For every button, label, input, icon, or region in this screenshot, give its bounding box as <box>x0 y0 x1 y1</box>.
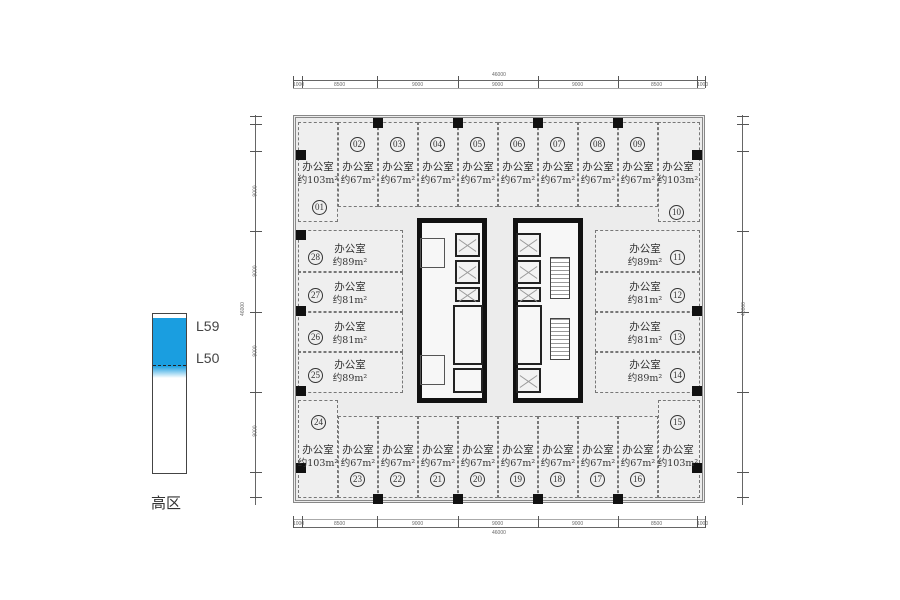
room-08[interactable] <box>578 122 618 207</box>
room-07[interactable] <box>538 122 578 207</box>
level-label-bottom: L50 <box>196 350 220 366</box>
elevator-shaft <box>455 287 480 302</box>
zone-label: 高区 <box>151 494 182 512</box>
elevator-shaft <box>516 260 541 284</box>
room-11[interactable] <box>595 230 700 272</box>
room-23[interactable] <box>338 416 378 498</box>
elevator-shaft <box>516 287 541 302</box>
level-bar <box>152 313 187 474</box>
room-03[interactable] <box>378 122 418 207</box>
dimension-total: 46000 <box>492 72 506 78</box>
room-09[interactable] <box>618 122 658 207</box>
room-05[interactable] <box>458 122 498 207</box>
room-28[interactable] <box>298 230 403 272</box>
stairwell <box>550 318 570 360</box>
room-19[interactable] <box>498 416 538 498</box>
room-02[interactable] <box>338 122 378 207</box>
room-06[interactable] <box>498 122 538 207</box>
elevator-shaft <box>455 260 480 284</box>
stairwell <box>550 257 570 299</box>
elevator-shaft <box>516 368 541 393</box>
room-01[interactable] <box>298 122 338 222</box>
elevator-shaft <box>516 233 541 257</box>
elevator-shaft <box>455 233 480 257</box>
level-label-top: L59 <box>196 318 220 334</box>
room-04[interactable] <box>418 122 458 207</box>
level-highlight <box>153 318 186 366</box>
